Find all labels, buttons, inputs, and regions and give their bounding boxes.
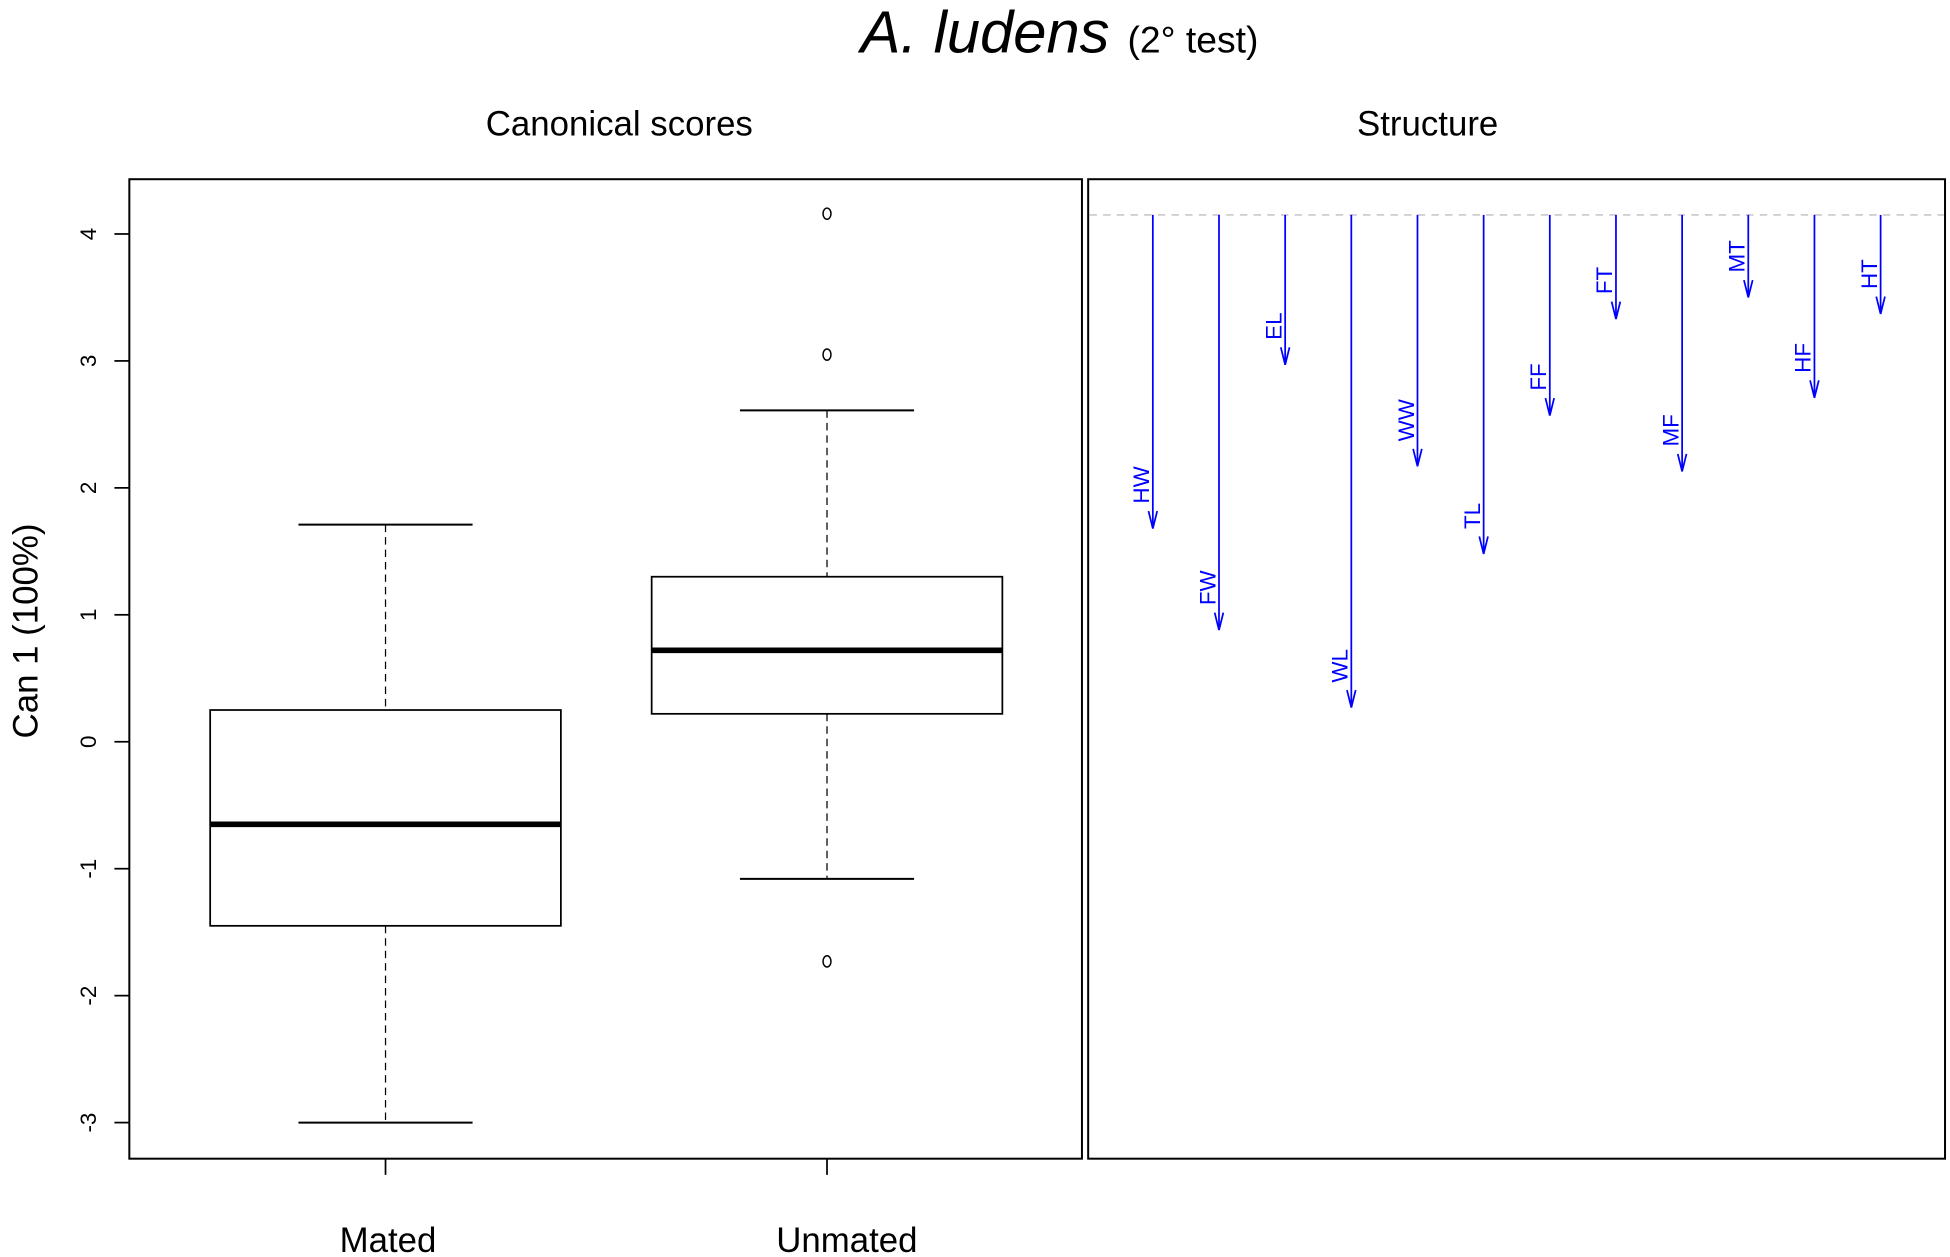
panel-title-structure: Structure — [1357, 105, 1498, 144]
arrow-head-icon — [1346, 689, 1357, 708]
x-axis: Mated Unmated — [340, 1158, 918, 1257]
x-category-label-mated: Mated — [340, 1221, 437, 1257]
figure-title-suffix: (2° test) — [1127, 18, 1258, 60]
figure-title: A. ludens (2° test) — [858, 0, 1259, 65]
outlier-point — [822, 955, 832, 968]
variable-label: TL — [1460, 503, 1485, 529]
arrow-fw: FW — [1195, 214, 1225, 631]
outlier-point — [822, 348, 832, 361]
arrow-head-icon — [1743, 279, 1754, 298]
y-tick-label: -2 — [76, 986, 101, 1006]
variable-label: FF — [1526, 363, 1551, 390]
iqr-box — [650, 575, 1004, 715]
arrow-ht: HT — [1857, 214, 1886, 315]
arrow-head-icon — [1279, 347, 1291, 365]
structure-panel-frame — [1087, 178, 1947, 1160]
arrow-head-icon — [1544, 397, 1555, 416]
variable-label: MT — [1725, 240, 1750, 273]
boxplot-unmated — [650, 207, 1004, 968]
arrow-tl: TL — [1460, 214, 1489, 555]
y-tick-label: 4 — [76, 228, 101, 240]
x-category-label-unmated: Unmated — [776, 1221, 917, 1257]
variable-label: FT — [1592, 266, 1617, 294]
arrow-head-icon — [1412, 448, 1423, 467]
boxplots — [209, 207, 1004, 1124]
arrow-mt: MT — [1725, 214, 1754, 298]
y-tick-label: 3 — [76, 355, 101, 367]
panel-title-canonical-scores: Canonical scores — [486, 105, 753, 144]
arrow-head-icon — [1213, 612, 1225, 631]
variable-label: MF — [1658, 414, 1683, 446]
iqr-box — [209, 709, 562, 927]
arrow-ft: FT — [1592, 214, 1622, 320]
y-axis: -3 -2 -1 0 1 2 3 4 — [76, 228, 130, 1133]
arrow-mf: MF — [1658, 214, 1688, 472]
arrow-el: EL — [1261, 214, 1291, 365]
arrow-ff: FF — [1526, 214, 1555, 416]
arrow-head-icon — [1875, 296, 1886, 315]
y-tick-label: 1 — [76, 609, 101, 621]
y-tick-label: 0 — [76, 736, 101, 748]
variable-label: HW — [1129, 465, 1154, 503]
y-axis-label: Can 1 (100%) — [6, 524, 45, 739]
arrow-ww: WW — [1394, 214, 1423, 467]
arrow-head-icon — [1676, 453, 1688, 472]
structure-arrows: HW FW EL WL WW TL FF FT MF MT HF HT — [1129, 214, 1886, 708]
variable-label: WW — [1394, 398, 1419, 441]
outlier-point — [822, 207, 832, 221]
arrow-hf: HF — [1791, 214, 1820, 398]
boxplot-panel-frame — [128, 178, 1083, 1160]
figure-title-species: A. ludens — [858, 0, 1110, 65]
arrow-wl: WL — [1328, 214, 1357, 708]
variable-label: WL — [1328, 649, 1353, 683]
y-tick-label: -1 — [76, 859, 101, 879]
arrow-head-icon — [1809, 380, 1820, 398]
arrow-head-icon — [1478, 536, 1489, 555]
arrow-hw: HW — [1129, 214, 1159, 529]
variable-label: HF — [1791, 343, 1816, 373]
arrow-head-icon — [1147, 510, 1159, 529]
boxplot-mated — [209, 523, 562, 1124]
y-tick-label: -3 — [76, 1113, 101, 1133]
arrow-head-icon — [1610, 301, 1622, 320]
y-tick-label: 2 — [76, 482, 101, 494]
variable-label: FW — [1195, 569, 1220, 605]
variable-label: EL — [1261, 312, 1286, 339]
variable-label: HT — [1857, 259, 1882, 289]
